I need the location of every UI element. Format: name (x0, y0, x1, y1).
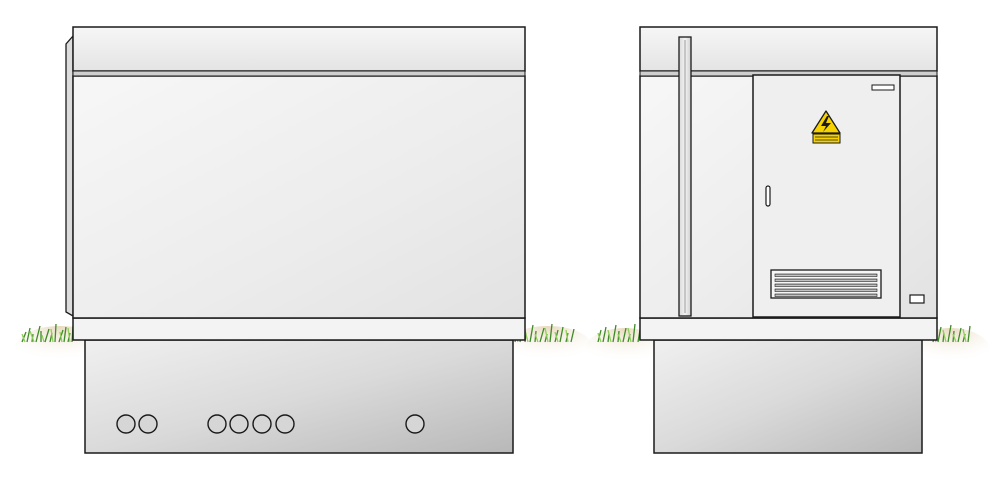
indicator-box (909, 294, 925, 304)
door-handle[interactable] (765, 185, 771, 207)
side-foundation (653, 339, 923, 454)
cable-entry-hole (252, 414, 272, 434)
cable-entry-hole (275, 414, 295, 434)
high-voltage-warning-icon (811, 110, 841, 144)
cable-entry-hole (207, 414, 227, 434)
front-side-edge (65, 34, 74, 318)
front-plinth (72, 317, 526, 341)
front-body-panel (72, 75, 526, 319)
ventilation-grille (770, 269, 882, 299)
vent-slat (774, 273, 878, 277)
side-view (585, 26, 990, 454)
cable-entry-hole (405, 414, 425, 434)
cable-entry-hole (229, 414, 249, 434)
vent-slat (774, 293, 878, 297)
front-roof (72, 26, 526, 72)
front-foundation (84, 339, 514, 454)
side-grass-left (597, 323, 641, 343)
front-view (15, 26, 593, 454)
vent-slat (774, 288, 878, 292)
front-roof-gap (72, 70, 526, 77)
cable-entries (116, 414, 425, 434)
vent-slat (774, 283, 878, 287)
cable-entry-hole (138, 414, 158, 434)
side-plinth (639, 317, 938, 341)
door-top-slot (871, 84, 895, 91)
cable-entry-hole (116, 414, 136, 434)
vent-slat (774, 278, 878, 282)
front-grass-left (21, 323, 74, 343)
